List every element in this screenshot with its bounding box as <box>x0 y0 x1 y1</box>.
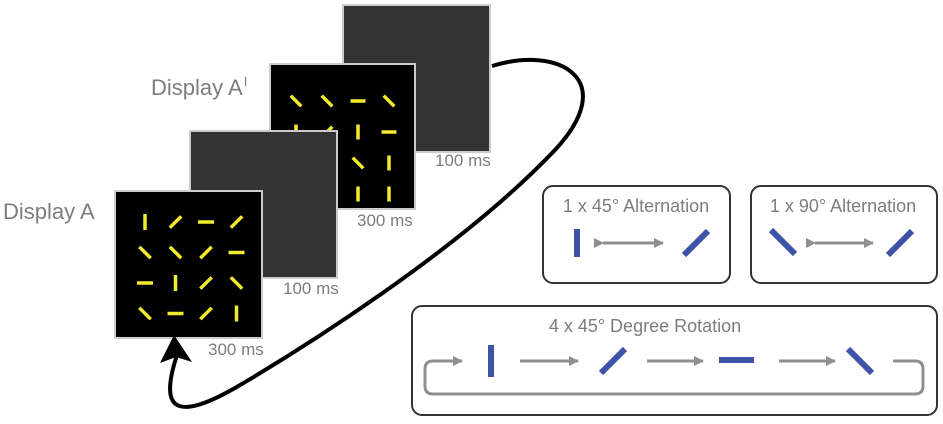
line-element <box>199 276 213 290</box>
line-element <box>168 215 183 229</box>
duration-blank-2: 100 ms <box>435 151 491 170</box>
loop-arrow <box>168 57 585 409</box>
line-element <box>138 245 152 260</box>
bar-diagonal-right <box>598 346 628 376</box>
line-element <box>289 94 303 108</box>
display-a-prime-label: Display AI <box>151 74 247 100</box>
duration-display-a-prime: 300 ms <box>357 211 413 230</box>
line-element <box>168 245 183 260</box>
duration-blank-1: 100 ms <box>283 279 339 298</box>
line-element <box>382 94 396 108</box>
line-element <box>351 156 365 170</box>
line-element <box>229 215 244 229</box>
line-element <box>229 276 244 290</box>
panel-90-alternation <box>750 185 938 284</box>
display-a-frame <box>114 190 263 339</box>
line-element <box>199 306 213 321</box>
bar-diagonal-left <box>768 227 798 257</box>
line-element <box>199 245 213 260</box>
line-element <box>320 94 334 108</box>
bar-diagonal-left <box>845 346 875 376</box>
panel-90-title: 1 x 90° Alternation <box>770 196 916 216</box>
duration-display-a: 300 ms <box>208 340 264 359</box>
line-element <box>138 306 152 321</box>
prime-superscript: I <box>244 74 248 89</box>
panel-45-alternation <box>542 185 731 284</box>
display-a-label: Display A <box>3 199 95 224</box>
bar-diagonal-right <box>681 228 711 258</box>
display-a-elements <box>137 214 245 322</box>
return-loop-arrow <box>423 356 925 396</box>
loop-arrowhead <box>160 335 192 363</box>
panel-45-title: 1 x 45° Alternation <box>563 196 709 216</box>
panel-rotation-title: 4 x 45° Degree Rotation <box>549 316 741 336</box>
bar-diagonal-right <box>885 228 915 258</box>
